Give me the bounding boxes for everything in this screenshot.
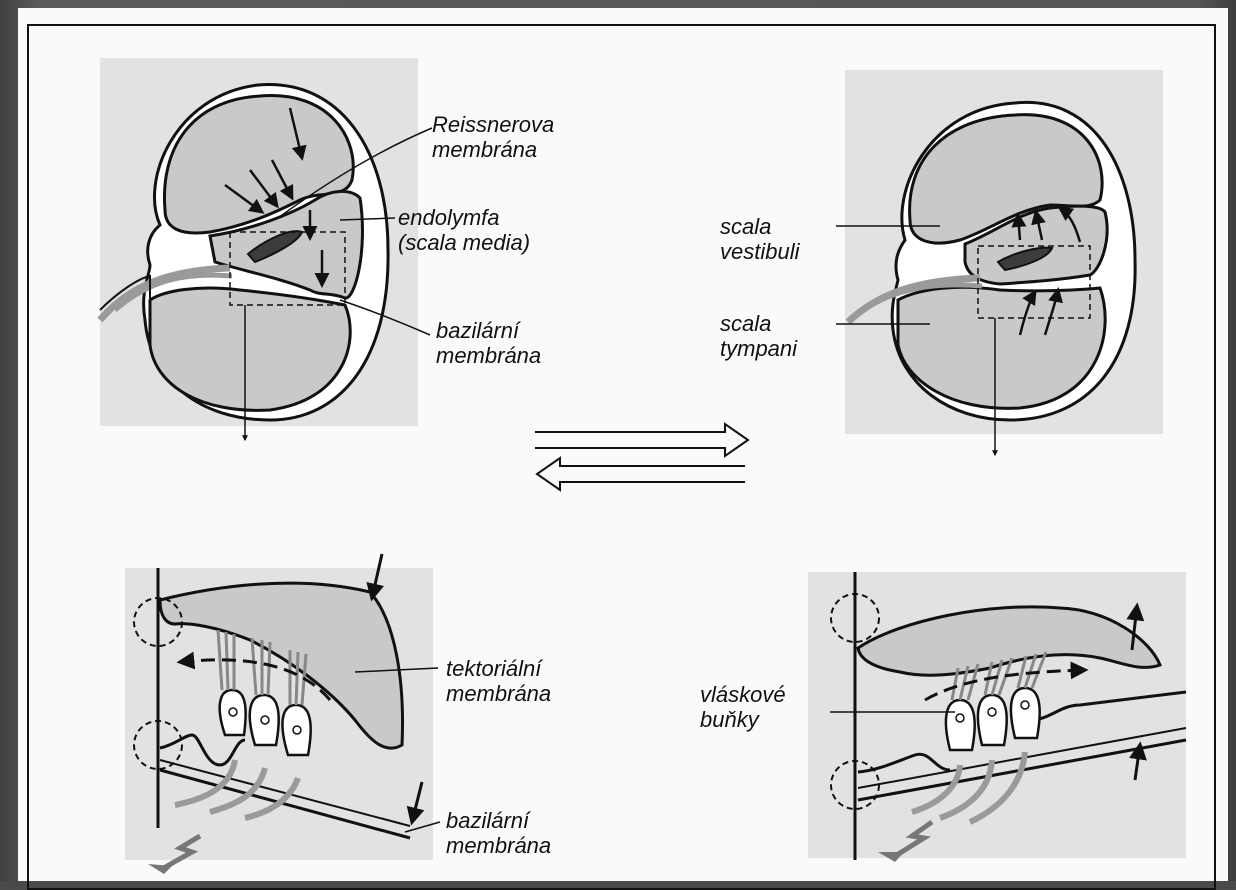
label-line: tektoriální <box>446 656 551 681</box>
label-line: membrána <box>436 343 541 368</box>
arrow-left <box>537 458 745 490</box>
label-line: bazilární <box>446 808 551 833</box>
corti-detail-left <box>125 554 440 874</box>
label-line: scala <box>720 214 799 239</box>
label-line: scala <box>720 311 797 336</box>
label-tektorialni: tektoriální membrána <box>446 656 551 706</box>
label-endolymfa: endolymfa (scala media) <box>398 205 530 255</box>
corti-detail-right <box>808 572 1186 862</box>
label-line: vestibuli <box>720 239 799 264</box>
cochlea-section-right <box>836 70 1163 455</box>
label-vlaskove: vláskové buňky <box>700 682 786 732</box>
label-line: membrána <box>446 681 551 706</box>
label-bazilarni-top: bazilární membrána <box>436 318 541 368</box>
label-line: buňky <box>700 707 786 732</box>
label-scala-vestibuli: scala vestibuli <box>720 214 799 264</box>
label-line: endolymfa <box>398 205 530 230</box>
hair-cell <box>946 700 975 750</box>
hair-cell <box>1011 688 1040 738</box>
label-reissner: Reissnerova membrána <box>432 112 554 162</box>
hair-cell <box>978 695 1007 745</box>
arrow-right <box>535 424 748 456</box>
scala-tympani-left <box>150 288 350 410</box>
label-line: membrána <box>432 137 554 162</box>
label-line: vláskové <box>700 682 786 707</box>
label-line: bazilární <box>436 318 541 343</box>
label-bazilarni-bottom: bazilární membrána <box>446 808 551 858</box>
cochlea-section-left <box>100 58 432 440</box>
label-line: (scala media) <box>398 230 530 255</box>
label-line: Reissnerova <box>432 112 554 137</box>
label-line: membrána <box>446 833 551 858</box>
transition-arrows <box>535 424 748 490</box>
label-line: tympani <box>720 336 797 361</box>
label-scala-tympani: scala tympani <box>720 311 797 361</box>
